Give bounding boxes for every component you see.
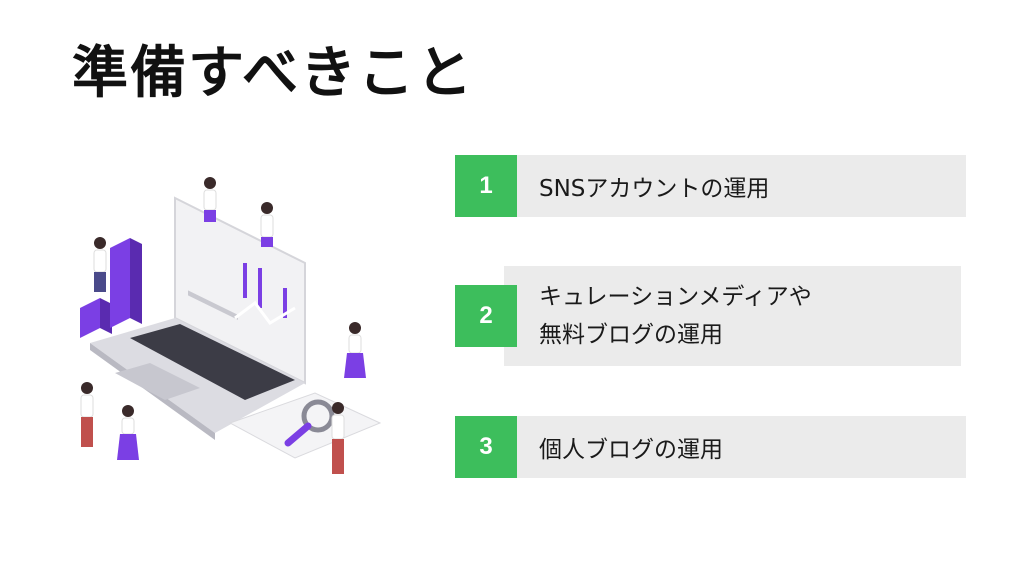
item-text-box: SNSアカウントの運用 <box>517 155 966 217</box>
list-item-1: 1 SNSアカウントの運用 <box>455 155 966 217</box>
item-number-badge: 2 <box>455 285 517 347</box>
page-title: 準備すべきこと <box>72 41 475 106</box>
item-text: SNSアカウントの運用 <box>539 176 770 202</box>
item-number-badge: 1 <box>455 155 517 217</box>
item-text-box: キュレーションメディアや 無料ブログの運用 <box>504 266 961 366</box>
laptop-team-illustration <box>80 177 382 474</box>
item-number-badge: 3 <box>455 416 517 478</box>
item-text: 個人ブログの運用 <box>539 437 723 463</box>
item-text-box: 個人ブログの運用 <box>517 416 966 478</box>
list-item-3: 3 個人ブログの運用 <box>455 416 966 478</box>
item-text-line-2: 無料ブログの運用 <box>539 322 723 348</box>
list-item-2: 2 キュレーションメディアや 無料ブログの運用 <box>455 266 961 366</box>
item-text-line-1: キュレーションメディアや <box>539 284 812 310</box>
